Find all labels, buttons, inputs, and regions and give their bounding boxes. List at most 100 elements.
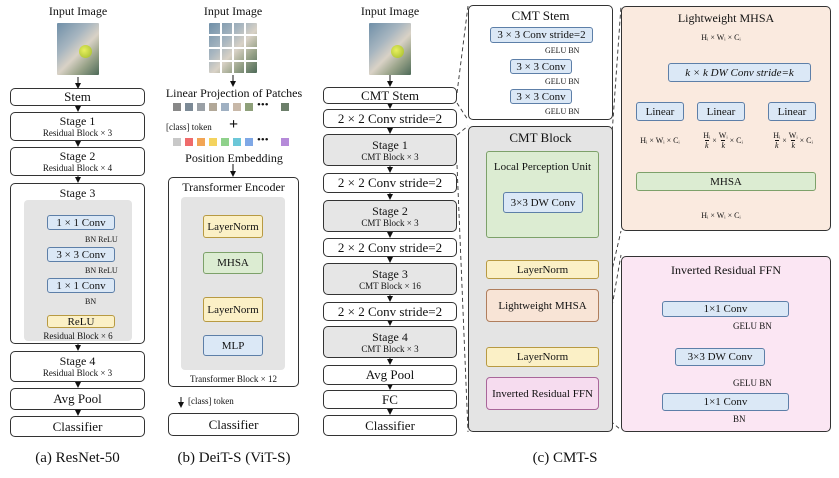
resnet-stage-1: Stage 1 Residual Block × 3 <box>10 112 145 141</box>
position-embedding-token <box>197 138 205 146</box>
transformer-encoder-title: Transformer Encoder <box>182 180 285 194</box>
cmt-input-label: Input Image <box>360 4 420 18</box>
plus-icon: + <box>229 116 239 133</box>
inverted-residual-ffn-block: Inverted Residual FFN <box>486 377 599 410</box>
k-dims-k1: k <box>704 139 709 150</box>
stem-conv-b: 3 × 3 Conv <box>510 89 572 104</box>
position-embedding-token <box>173 138 181 146</box>
lmhsa-input-dims: Hᵢ × Wᵢ × Cᵢ <box>701 33 741 42</box>
deit-caption: (b) DeiT-S (ViT-S) <box>177 450 291 466</box>
stage-3-subtitle: Residual Block × 6 <box>43 331 113 341</box>
cmt-caption: (c) CMT-S <box>532 450 598 466</box>
k-dims-h: Hᵢ <box>703 130 711 140</box>
position-embedding-token <box>245 138 253 146</box>
cmt-downsample-4: 2 × 2 Conv stride=2 <box>323 302 457 321</box>
stage-title: Stage 2 <box>59 149 96 163</box>
stage-title: Stage 4 <box>59 354 96 368</box>
cmt-layernorm-1: LayerNorm <box>486 260 599 279</box>
position-embedding-token <box>233 138 241 146</box>
v-dims-c: × Cᵢ <box>799 135 813 145</box>
cmt-stem: CMT Stem <box>323 87 457 104</box>
resnet-conv-3x3: 3 × 3 Conv <box>47 247 115 262</box>
irffn-dw-conv: 3×3 DW Conv <box>675 348 765 366</box>
bn-relu-label-1: BN ReLU <box>85 235 118 244</box>
patch-token <box>233 103 241 111</box>
stem-gelu-bn-3: GELU BN <box>545 107 580 116</box>
cmt-downsample-2: 2 × 2 Conv stride=2 <box>323 173 457 193</box>
v-dims-k2: k <box>791 139 795 150</box>
lmhsa-dw-conv: k × k DW Conv stride=k <box>668 63 811 82</box>
deit-layernorm-1: LayerNorm <box>203 215 263 238</box>
patch-token <box>221 103 229 111</box>
linear-q: Linear <box>636 102 684 121</box>
cmt-input-image <box>369 23 411 75</box>
v-dims-h: Hᵢ <box>773 130 781 140</box>
cmt-block-title: CMT Block <box>509 130 572 145</box>
cmt-classifier: Classifier <box>323 415 457 436</box>
bn-relu-label-2: BN ReLU <box>85 266 118 275</box>
position-embedding-token <box>209 138 217 146</box>
lmhsa-detail-title: Lightweight MHSA <box>677 11 775 25</box>
stem-gelu-bn-1: GELU BN <box>545 46 580 55</box>
resnet-conv-1x1-a: 1 × 1 Conv <box>47 215 115 230</box>
class-token-label: [class] token <box>166 122 212 132</box>
resnet-stage-4: Stage 4 Residual Block × 3 <box>10 351 145 382</box>
patch-token <box>209 103 217 111</box>
patch-token <box>185 103 193 111</box>
stage-subtitle: Residual Block × 4 <box>42 163 113 173</box>
stage-title: Stage 1 <box>372 137 408 152</box>
cmt-fc: FC <box>323 390 457 409</box>
k-dims-c: × Cᵢ <box>729 135 743 145</box>
stem-gelu-bn-2: GELU BN <box>545 77 580 86</box>
patch-embedding-row: ••• <box>173 99 303 115</box>
cmt-stage-1: Stage 1 CMT Block × 3 <box>323 134 457 166</box>
linear-v: Linear <box>768 102 816 121</box>
deit-mhsa: MHSA <box>203 252 263 274</box>
deit-classifier: Classifier <box>168 413 299 436</box>
ellipsis-icon: ••• <box>257 99 269 111</box>
position-embedding-token <box>221 138 229 146</box>
position-embedding-row: ••• <box>173 134 303 150</box>
cmt-stage-4: Stage 4 CMT Block × 3 <box>323 326 457 358</box>
irffn-detail-title: Inverted Residual FFN <box>671 263 781 277</box>
stage-3-title: Stage 3 <box>59 186 96 200</box>
deit-input-label: Input Image <box>203 4 263 18</box>
lmhsa-output-dims: Hᵢ × Wᵢ × Cᵢ <box>701 211 741 220</box>
resnet-stage-2: Stage 2 Residual Block × 4 <box>10 147 145 176</box>
class-token-output-label: [class] token <box>188 396 234 406</box>
position-embedding-label: Position Embedding <box>185 151 283 165</box>
stage-title: Stage 3 <box>372 266 408 281</box>
stage-subtitle: CMT Block × 16 <box>359 280 421 291</box>
resnet-caption: (a) ResNet-50 <box>35 450 120 466</box>
patch-token <box>197 103 205 111</box>
irffn-conv-1: 1×1 Conv <box>662 301 789 317</box>
bn-label: BN <box>85 297 97 306</box>
lmhsa-mhsa: MHSA <box>636 172 816 191</box>
stage-subtitle: CMT Block × 3 <box>361 151 419 162</box>
cmt-downsample-1: 2 × 2 Conv stride=2 <box>323 109 457 128</box>
irffn-gelu-bn-1: GELU BN <box>733 321 772 331</box>
linear-projection-label: Linear Projection of Patches <box>165 86 303 100</box>
irffn-gelu-bn-2: GELU BN <box>733 378 772 388</box>
deit-patch-image <box>209 23 257 73</box>
patch-token <box>281 103 289 111</box>
k-dims-k2: k <box>721 139 725 150</box>
resnet-stem: Stem <box>10 88 145 106</box>
irffn-conv-2: 1×1 Conv <box>662 393 789 411</box>
resnet-input-image <box>57 23 99 75</box>
cmt-stage-2: Stage 2 CMT Block × 3 <box>323 200 457 232</box>
stage-subtitle: CMT Block × 3 <box>361 217 419 228</box>
lpu-dw-conv: 3×3 DW Conv <box>503 192 583 213</box>
cmt-avg-pool: Avg Pool <box>323 365 457 385</box>
position-embedding-token <box>281 138 289 146</box>
cmt-layernorm-2: LayerNorm <box>486 347 599 367</box>
stage-title: Stage 4 <box>372 329 408 344</box>
q-dims: Hᵢ × Wᵢ × Cᵢ <box>640 136 680 145</box>
k-dims-w: Wᵢ <box>718 130 728 140</box>
stage-subtitle: Residual Block × 3 <box>42 368 113 378</box>
deit-layernorm-2: LayerNorm <box>203 297 263 322</box>
stage-title: Stage 2 <box>372 203 408 218</box>
lpu-title: Local Perception Unit <box>493 161 592 173</box>
